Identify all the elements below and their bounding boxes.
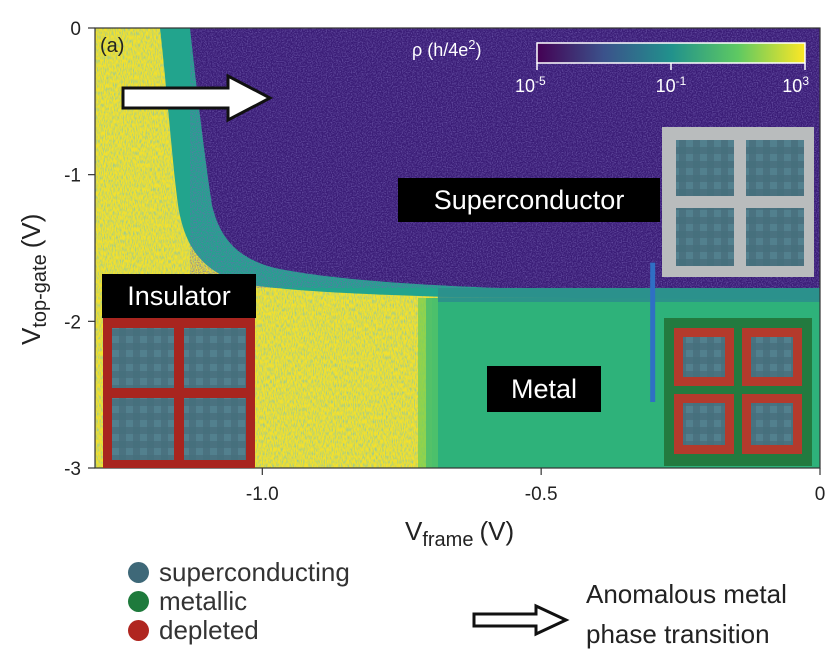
colorbar-bar — [536, 42, 806, 64]
heatmap-figure: 0 -1 -2 -3 -1.0 -0.5 0 Vframe(V) Vtop-gate(V)… — [16, 19, 825, 551]
colorbar: ρ (h/4e2) 10-5 10-1 103 — [412, 37, 809, 96]
note-line-2: phase transition — [586, 619, 770, 649]
y-tick-label: -3 — [64, 459, 81, 480]
annotation-note: Anomalous metal phase transition — [586, 574, 787, 654]
colorbar-tick-label: 103 — [782, 74, 809, 96]
colorbar-tick-label: 10-5 — [515, 74, 546, 96]
superconductor-inset-image — [662, 127, 814, 277]
svg-text:Superconductor: Superconductor — [434, 185, 625, 215]
superconductor-label: Superconductor — [398, 178, 660, 222]
y-tick-label: 0 — [70, 19, 81, 40]
colorbar-tick-label: 10-1 — [656, 74, 687, 96]
colorbar-label: ρ (h/4e2) — [412, 37, 482, 60]
insulator-label: Insulator — [102, 274, 256, 318]
legend-item-metallic: metallic — [128, 587, 350, 616]
insulator-inset-image — [103, 318, 255, 468]
y-tick-label: -2 — [64, 312, 81, 333]
legend-dot-metallic — [128, 591, 149, 612]
right-arrow-icon — [121, 73, 274, 123]
colorbar-ticks: 10-5 10-1 103 — [515, 63, 809, 96]
y-axis: 0 -1 -2 -3 — [64, 19, 95, 480]
plot-frame — [94, 27, 821, 469]
legend: superconducting metallic depleted — [128, 558, 350, 645]
x-axis: -1.0 -0.5 0 — [246, 468, 825, 505]
svg-text:Insulator: Insulator — [127, 281, 231, 311]
note-line-1: Anomalous metal — [586, 579, 787, 609]
y-axis-label: Vtop-gate(V) — [16, 214, 51, 345]
legend-item-superconducting: superconducting — [128, 558, 350, 587]
legend-item-depleted: depleted — [128, 616, 350, 645]
legend-label: metallic — [159, 586, 248, 616]
legend-dot-superconducting — [128, 562, 149, 583]
metal-label: Metal — [487, 366, 601, 412]
x-tick-label: -0.5 — [525, 484, 558, 505]
y-tick-label: -1 — [64, 166, 81, 187]
panel-label: (a) — [100, 35, 124, 57]
x-tick-label: 0 — [815, 484, 826, 505]
metal-inset-image — [664, 318, 812, 466]
legend-dot-depleted — [128, 620, 149, 641]
x-axis-label: Vframe(V) — [405, 516, 514, 551]
legend-label: superconducting — [159, 557, 350, 587]
svg-text:Metal: Metal — [511, 374, 577, 404]
right-arrow-icon — [472, 603, 570, 637]
legend-label: depleted — [159, 615, 259, 645]
x-tick-label: -1.0 — [246, 484, 279, 505]
